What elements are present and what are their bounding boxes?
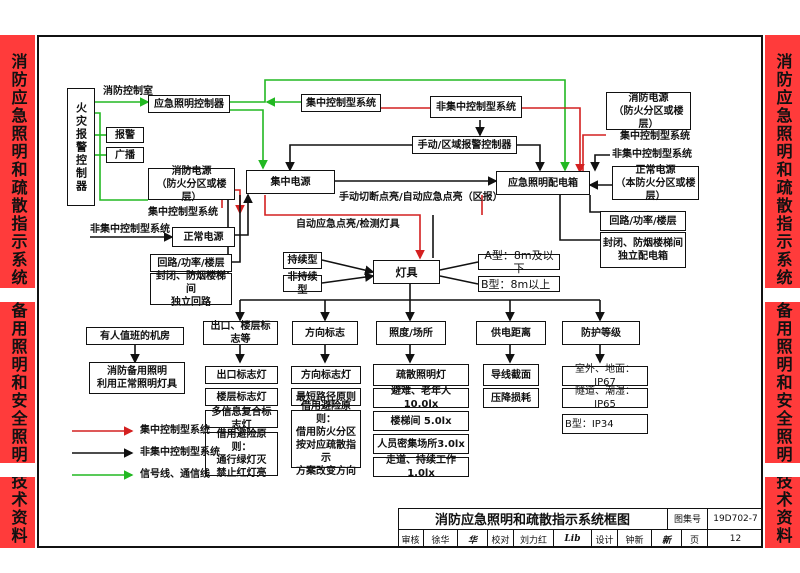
shortest-path-box: 最短路径原则: [291, 388, 361, 406]
stairs-lux: 楼梯间 5.0lx: [373, 411, 469, 431]
atlas-no-label: 图集号: [668, 508, 708, 530]
central-power-box: 集中电源: [246, 170, 335, 194]
emergency-lighting-controller: 应急照明控制器: [148, 95, 230, 113]
central-system-label-right: 集中控制型系统: [620, 131, 690, 142]
alarm-box: 报警: [106, 127, 144, 143]
category-direction: 方向标志: [292, 321, 358, 345]
central-system-label-left: 集中控制型系统: [148, 207, 218, 218]
closed-stairs-box-right: 封闭、防烟楼梯间 独立配电箱: [600, 232, 686, 268]
type-a-box: A型：8m及以下: [478, 249, 560, 275]
page-label: 页: [682, 530, 708, 548]
tab-separator: [0, 288, 35, 302]
review-label: 审核: [398, 530, 424, 548]
reviewer-signature: 华: [458, 530, 488, 548]
b-type-ip-box: B型：IP34: [562, 414, 648, 434]
right-tab-backup: 备用照明和安全照明: [765, 295, 800, 470]
category-protection: 防护等级: [562, 321, 640, 345]
corridor-lux: 走道、持续工作1.0lx: [373, 455, 469, 479]
auto-emergency-label: 自动应急点亮/检测灯具: [296, 219, 400, 230]
tunnel-ip-box: 隧道、潮湿：IP65: [562, 386, 648, 410]
refuge-elderly-lux: 避难、老年人10.0lx: [373, 386, 469, 410]
broadcast-box: 广播: [106, 147, 144, 163]
page-number: 12: [729, 534, 742, 544]
check-label: 校对: [488, 530, 514, 548]
title-block: [398, 508, 763, 548]
multi-info-sign-box: 多信息复合标志灯: [205, 407, 278, 431]
central-system-box-top: 集中控制型系统: [301, 94, 381, 112]
drawing-title: 消防应急照明和疏散指示系统框图: [398, 508, 668, 530]
fire-power-right: 消防电源 （防火分区或楼层）: [606, 92, 691, 130]
non-central-system-box-top: 非集中控制型系统: [430, 96, 522, 118]
category-illuminance: 照度/场所: [376, 321, 446, 345]
atlas-no: 19D702-7: [708, 508, 763, 530]
continuous-type-box: 持续型: [283, 252, 322, 269]
reviewer: 徐华: [424, 530, 458, 548]
legend-central: 集中控制型系统: [140, 425, 210, 436]
checker: 刘力红: [514, 530, 554, 548]
exit-sign-box: 出口标志灯: [205, 366, 278, 384]
legend-signal: 信号线、通信线: [140, 469, 210, 480]
left-tab-tech: 技术资料: [0, 470, 35, 548]
borrow-exit-rule-box: 借用避险原则： 通行绿灯灭 禁止红灯亮: [205, 429, 278, 479]
type-b-box: B型：8m以上: [478, 276, 560, 292]
outdoor-ip-box: 室外、地面：IP67: [562, 364, 648, 388]
drawing-frame: [37, 35, 763, 548]
manual-zone-alarm-controller: 手动/区域报警控制器: [412, 136, 517, 154]
backup-lighting-box: 消防备用照明 利用正常照明灯具: [89, 362, 185, 394]
left-tab-emergency: 消防应急照明和疏散指示系统: [0, 35, 35, 305]
category-supply-distance: 供电距离: [476, 321, 546, 345]
fire-alarm-controller: 火灾报警控制器: [67, 88, 95, 206]
manned-room-box: 有人值班的机房: [86, 327, 184, 345]
non-continuous-type-box: 非持续型: [283, 272, 322, 296]
closed-stairs-circuit-left: 封闭、防烟楼梯间 独立回路: [150, 271, 232, 308]
normal-power-right: 正常电源 （本防火分区或楼层）: [612, 165, 699, 202]
design-label: 设计: [592, 530, 618, 548]
legend-non-central: 非集中控制型系统: [140, 447, 220, 458]
luminaire-box: 灯具: [373, 260, 440, 284]
designer-signature: 新: [652, 530, 682, 548]
manual-switch-label: 手动切断点亮/自动应急点亮（区报）: [339, 192, 503, 203]
tab-separator: [765, 288, 800, 302]
tab-separator: [0, 463, 35, 477]
circuit-power-floor-left: 回路/功率/楼层: [150, 254, 232, 272]
checker-signature: Lib: [554, 530, 592, 548]
wire-section-box: 导线截面: [483, 364, 539, 386]
designer: 钟新: [618, 530, 652, 548]
crowded-lux: 人员密集场所3.0lx: [373, 434, 469, 454]
non-central-system-label-right: 非集中控制型系统: [612, 149, 692, 160]
left-tab-backup: 备用照明和安全照明: [0, 295, 35, 470]
emergency-distribution-box: 应急照明配电箱: [496, 171, 590, 195]
evac-lighting-box: 疏散照明灯: [373, 364, 469, 386]
direction-sign-box: 方向标志灯: [291, 366, 361, 384]
normal-power-left: 正常电源: [172, 227, 235, 247]
right-tab-emergency: 消防应急照明和疏散指示系统: [765, 35, 800, 305]
voltage-drop-box: 压降损耗: [483, 388, 539, 408]
non-central-system-label-left: 非集中控制型系统: [90, 224, 170, 235]
tab-separator: [765, 463, 800, 477]
fire-power-left: 消防电源 （防火分区或楼层）: [148, 166, 235, 203]
right-tab-tech: 技术资料: [765, 470, 800, 548]
circuit-power-floor-right: 回路/功率/楼层: [600, 211, 686, 231]
borrow-zone-rule-box: 借用避险原则： 借用防火分区 按对应疏散指示 方案改变方向: [291, 401, 361, 477]
floor-sign-box: 楼层标志灯: [205, 388, 278, 406]
fire-control-room-label: 消防控制室: [103, 86, 153, 97]
category-exit-floor: 出口、楼层标志等: [203, 321, 278, 345]
